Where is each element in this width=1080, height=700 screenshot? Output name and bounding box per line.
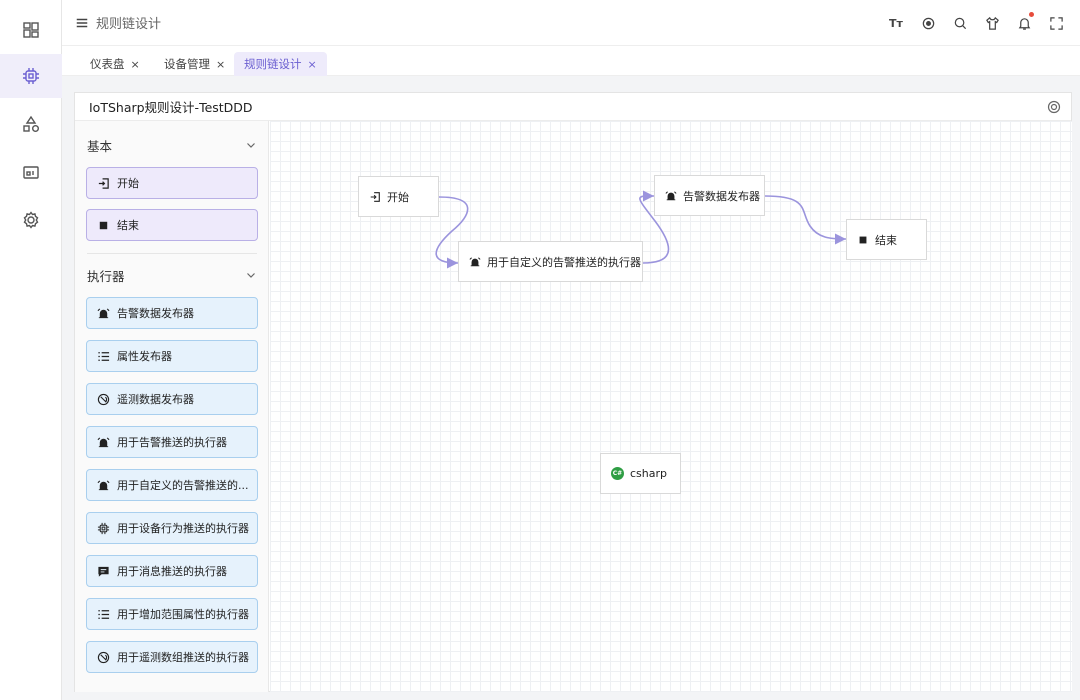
alarm-icon: [97, 479, 110, 492]
login-icon: [369, 191, 381, 203]
tab-device-management[interactable]: 设备管理 ×: [154, 52, 235, 76]
stop-square-icon: [97, 219, 110, 232]
rail-device-icon[interactable]: [0, 150, 62, 194]
flow-node-alarm-publisher[interactable]: 告警数据发布器: [654, 175, 765, 216]
csharp-icon: C#: [611, 467, 624, 480]
gauge-icon: [97, 651, 110, 664]
panel-title: IoTSharp规则设计-TestDDD: [89, 100, 253, 115]
palette-item-label: 用于设备行为推送的执行器: [117, 522, 249, 535]
group-executor-header[interactable]: 执行器: [87, 265, 257, 285]
palette-item-start[interactable]: 开始: [86, 167, 258, 199]
group-title: 基本: [87, 138, 113, 154]
tab-close-icon[interactable]: ×: [216, 57, 226, 71]
palette-item-custom-alarm-executor[interactable]: 用于自定义的告警推送的...: [86, 469, 258, 501]
palette-item-label: 用于自定义的告警推送的...: [117, 479, 249, 492]
tab-close-icon[interactable]: ×: [130, 57, 140, 71]
header-actions: Tт: [888, 0, 1064, 46]
chevron-down-icon: [247, 273, 255, 278]
group-basic-header[interactable]: 基本: [87, 135, 257, 155]
flow-node-end[interactable]: 结束: [846, 219, 927, 260]
tab-rule-chain-design[interactable]: 规则链设计 ×: [234, 52, 327, 76]
rail-dashboard-icon[interactable]: [0, 8, 62, 52]
palette-item-scope-attribute-executor[interactable]: 用于增加范围属性的执行器: [86, 598, 258, 630]
message-icon: [97, 565, 110, 578]
edge-alarm-publisher-to-end[interactable]: [764, 195, 847, 245]
text-size-icon[interactable]: Tт: [888, 15, 904, 31]
tab-label: 仪表盘: [90, 57, 125, 71]
palette-item-telemetry-publisher[interactable]: 遥测数据发布器: [86, 383, 258, 415]
palette-item-alarm-push-executor[interactable]: 用于告警推送的执行器: [86, 426, 258, 458]
flow-node-custom-alarm-executor[interactable]: 用于自定义的告警推送的执行器: [458, 241, 643, 282]
tab-close-icon[interactable]: ×: [307, 57, 317, 71]
alarm-icon: [665, 190, 677, 202]
edge-custom-alarm-to-alarm-publisher[interactable]: [639, 190, 670, 264]
stop-square-icon: [857, 234, 869, 246]
menu-toggle-icon[interactable]: [74, 15, 90, 31]
palette-item-end[interactable]: 结束: [86, 209, 258, 241]
icon-rail: [0, 0, 62, 700]
palette-item-alarm-publisher[interactable]: 告警数据发布器: [86, 297, 258, 329]
notification-dot: [1029, 12, 1034, 17]
palette-item-label: 开始: [117, 177, 139, 190]
login-icon: [97, 177, 110, 190]
palette-item-attribute-publisher[interactable]: 属性发布器: [86, 340, 258, 372]
list-icon: [97, 608, 110, 621]
alarm-icon: [97, 436, 110, 449]
tab-bar: 仪表盘 × 设备管理 × 规则链设计 ×: [62, 46, 1080, 76]
gauge-icon: [97, 393, 110, 406]
group-divider: [87, 253, 257, 254]
notification-bell-icon[interactable]: [1016, 12, 1034, 31]
palette-item-label: 结束: [117, 219, 139, 232]
breadcrumb-title: 规则链设计: [96, 17, 162, 32]
fullscreen-icon[interactable]: [1048, 15, 1064, 31]
text-size-glyph: Tт: [889, 16, 903, 30]
group-title: 执行器: [87, 268, 125, 284]
node-palette: 基本 开始 结束 执行器 告警数据发布器 属性发布: [75, 121, 269, 692]
palette-item-label: 告警数据发布器: [117, 307, 194, 320]
panel-settings-icon[interactable]: [1047, 100, 1061, 114]
palette-item-label: 属性发布器: [117, 350, 172, 363]
edge-layer: [435, 190, 847, 269]
list-icon: [97, 350, 110, 363]
palette-item-label: 用于告警推送的执行器: [117, 436, 227, 449]
palette-item-label: 用于增加范围属性的执行器: [117, 608, 249, 621]
node-label: 用于自定义的告警推送的执行器: [487, 255, 641, 269]
panel-header: IoTSharp规则设计-TestDDD: [75, 93, 1071, 121]
alarm-icon: [97, 307, 110, 320]
flow-node-start[interactable]: 开始: [358, 176, 439, 217]
palette-item-message-push-executor[interactable]: 用于消息推送的执行器: [86, 555, 258, 587]
palette-item-device-behavior-executor[interactable]: 用于设备行为推送的执行器: [86, 512, 258, 544]
rail-settings-icon[interactable]: [0, 198, 62, 242]
chip-icon: [97, 522, 110, 535]
tab-label: 规则链设计: [244, 57, 302, 71]
palette-item-label: 用于消息推送的执行器: [117, 565, 227, 578]
chevron-down-icon: [247, 143, 255, 148]
alarm-icon: [469, 256, 481, 268]
palette-item-label: 用于遥测数组推送的执行器: [117, 651, 249, 664]
rail-chip-icon[interactable]: [0, 54, 62, 98]
tab-dashboard[interactable]: 仪表盘 ×: [80, 52, 150, 76]
rule-design-panel: IoTSharp规则设计-TestDDD 基本 开始 结束 执行器: [74, 92, 1072, 692]
palette-item-label: 遥测数据发布器: [117, 393, 194, 406]
flow-canvas[interactable]: 开始 用于自定义的告警推送的执行器 告警数据发布器 结束 C# csharp: [270, 121, 1072, 692]
locate-icon[interactable]: [920, 15, 936, 31]
theme-shirt-icon[interactable]: [984, 15, 1000, 31]
node-label: 结束: [875, 233, 897, 247]
tab-label: 设备管理: [164, 57, 210, 71]
search-icon[interactable]: [952, 15, 968, 31]
rail-shapes-icon[interactable]: [0, 102, 62, 146]
node-label: 告警数据发布器: [683, 189, 760, 203]
node-label: csharp: [630, 467, 667, 480]
edge-start-to-custom-alarm[interactable]: [435, 196, 469, 269]
flow-node-csharp[interactable]: C# csharp: [600, 453, 681, 494]
palette-item-telemetry-array-executor[interactable]: 用于遥测数组推送的执行器: [86, 641, 258, 673]
top-header: 规则链设计 Tт: [62, 0, 1080, 46]
node-label: 开始: [387, 190, 409, 204]
